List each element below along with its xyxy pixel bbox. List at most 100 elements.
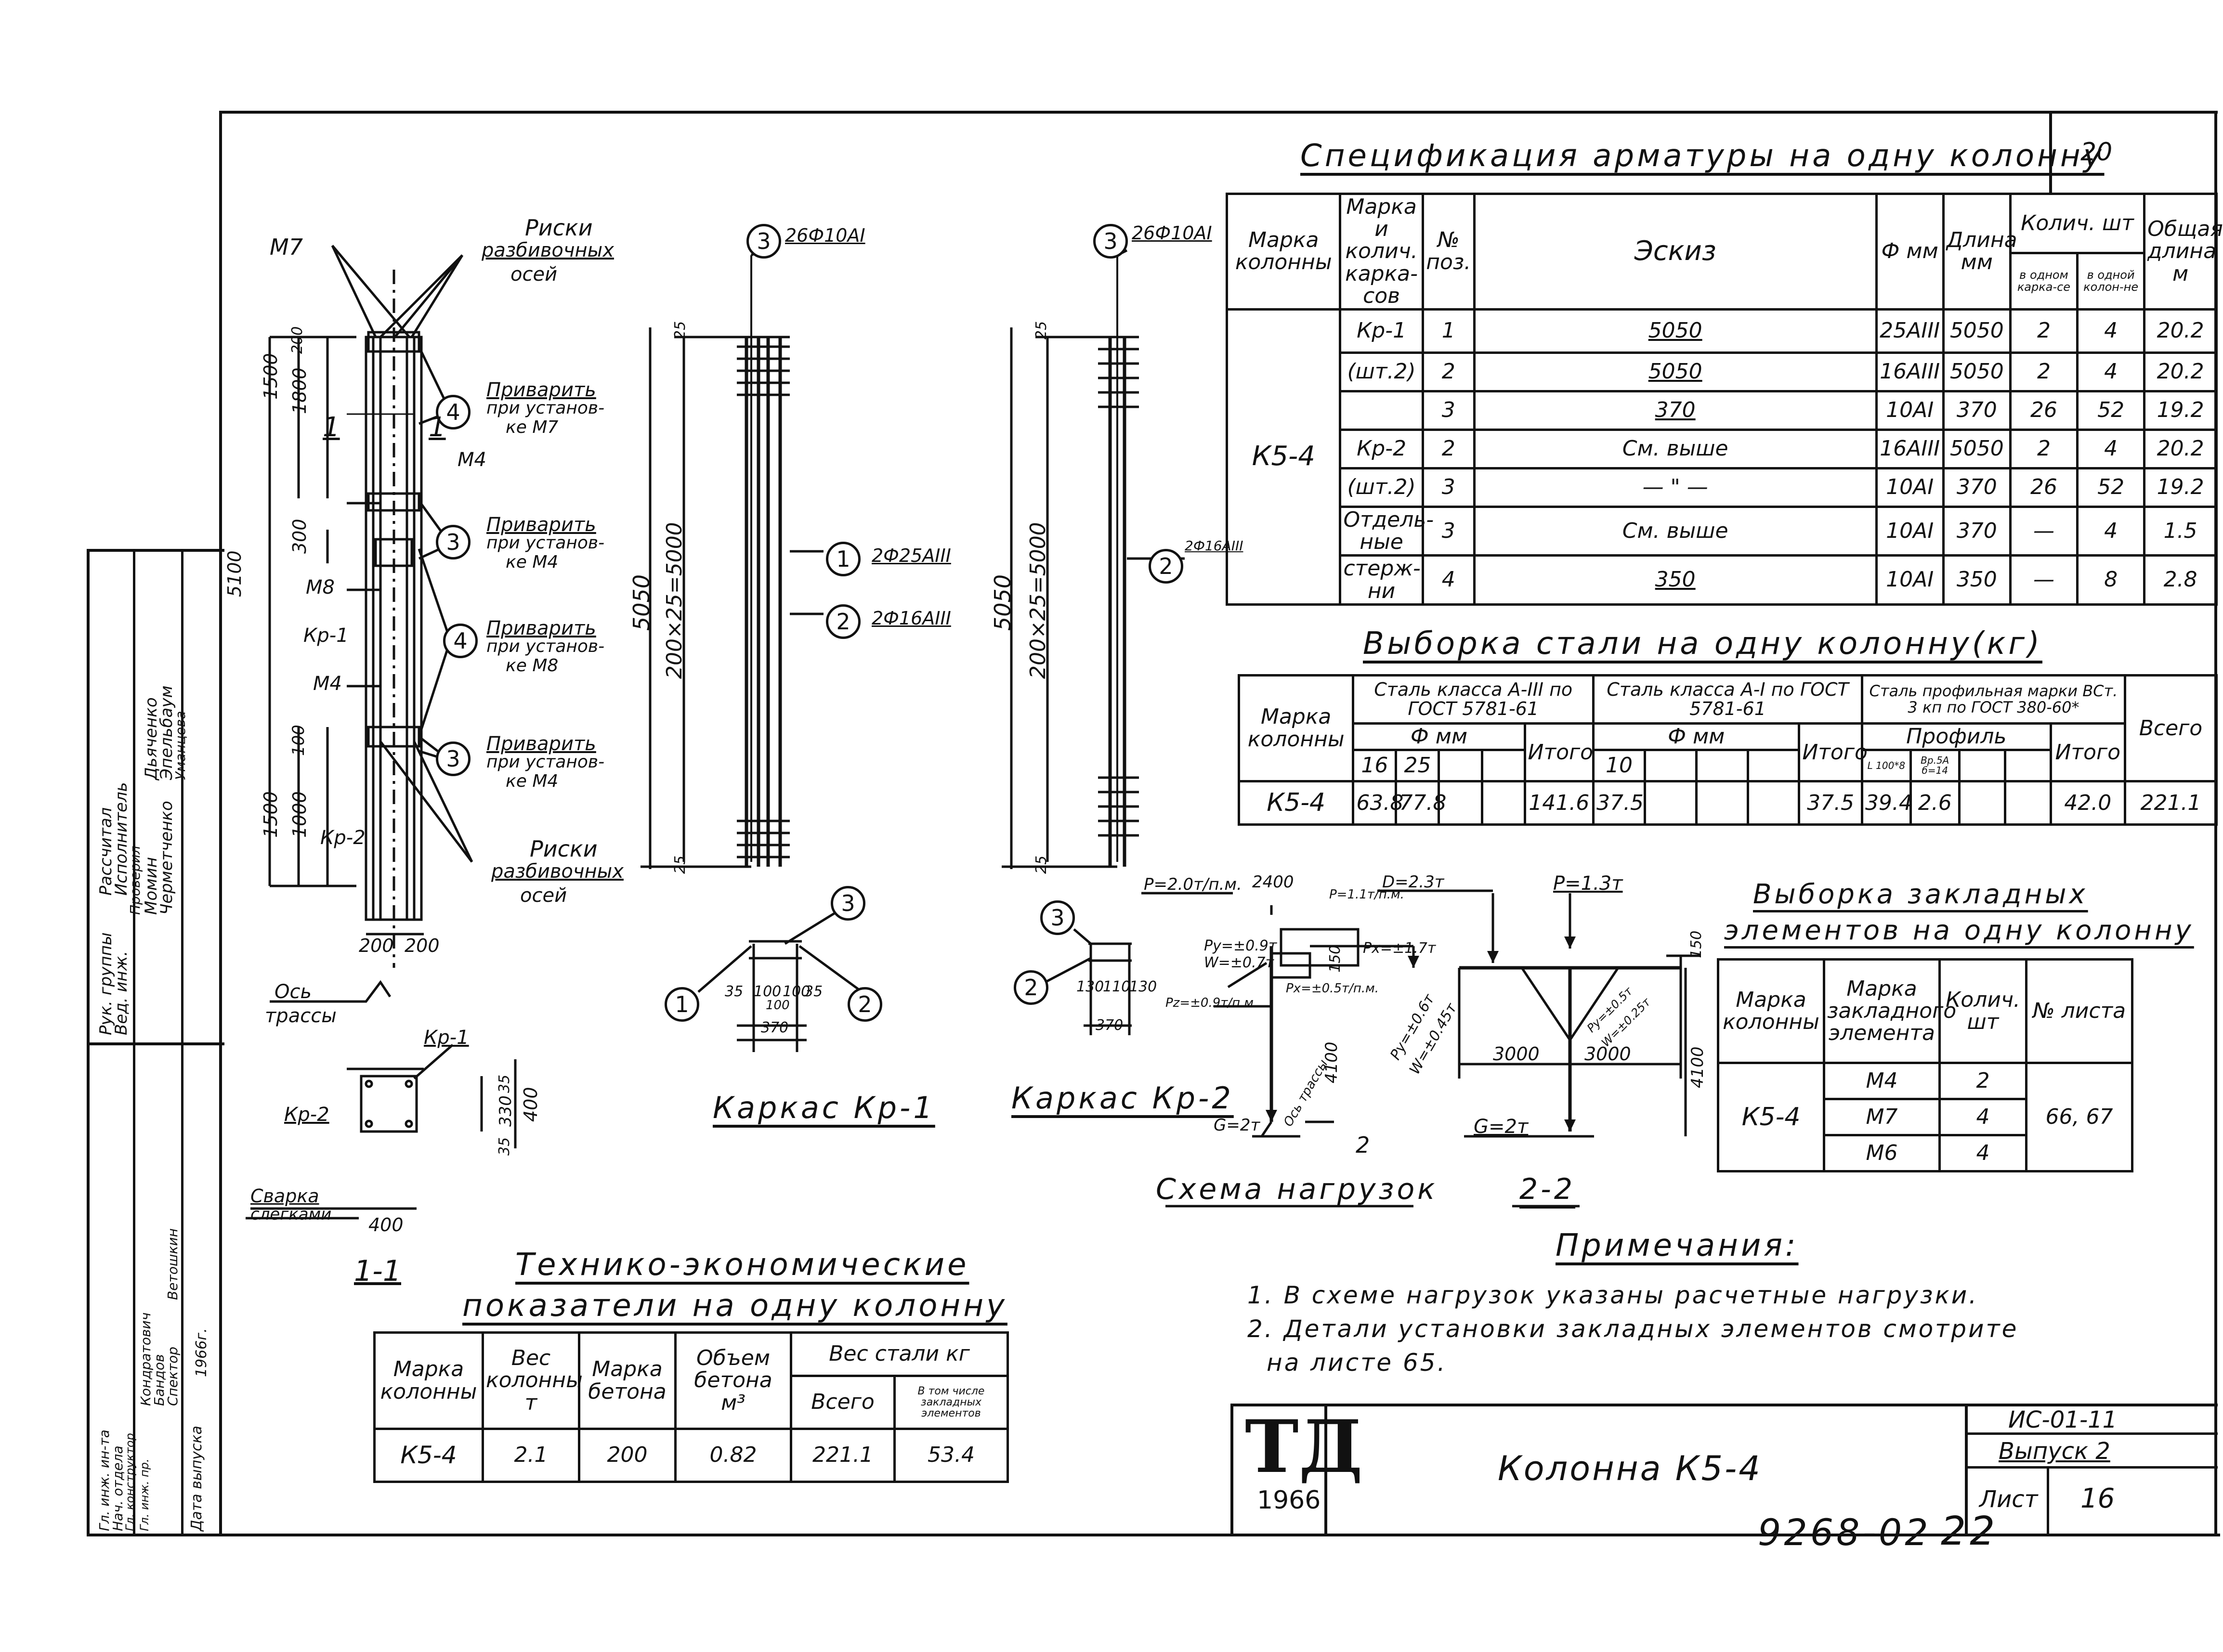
spec-total: 19.2 <box>2143 390 2218 431</box>
embed-el: М6 <box>1823 1134 1941 1172</box>
tech-h-emb: В том числе закладных элементов <box>893 1375 1009 1430</box>
load-g2a: G=2т <box>1214 1116 1260 1135</box>
spec-frame: Отдель-ные <box>1339 505 1434 557</box>
spec-pos: 3 <box>1421 390 1476 431</box>
kr2-pos3-note: 26Ф10АI <box>1132 222 1212 244</box>
cut-left: 1 <box>323 412 340 443</box>
risks-top-1: Риски <box>525 215 593 241</box>
embed-h-sheet: № листа <box>2025 958 2133 1064</box>
steel-h-empty <box>1643 749 1698 783</box>
tech-h-vol: Объем бетона м³ <box>674 1331 792 1430</box>
steel-empty <box>1958 780 2006 826</box>
load-3000a: 3000 <box>1493 1043 1540 1065</box>
axis-1: Ось <box>275 981 312 1003</box>
spec-pos: 4 <box>1421 554 1476 606</box>
kr1-pos1-note: 2Ф25АIII <box>872 545 951 566</box>
kr2-sec-130b: 130 <box>1129 978 1157 995</box>
spec-c1: 26 <box>2009 467 2079 508</box>
label-m4: М4 <box>458 449 486 471</box>
steel-h-dia1: Ф мм <box>1352 722 1526 752</box>
spec-h-frame: Марка и колич. карка-сов <box>1339 193 1424 311</box>
spec-frame: (шт.2) <box>1339 467 1424 508</box>
dim-5100: 5100 <box>224 550 245 597</box>
kr1-sec-pos2: 2 <box>848 987 882 1022</box>
dim-1500a: 1500 <box>260 353 281 400</box>
steel-empty <box>1695 780 1749 826</box>
spec-pos: 1 <box>1421 308 1476 354</box>
spec-c2: 52 <box>2076 390 2146 431</box>
weld2-2: при установ- <box>486 533 605 553</box>
kr2-sec-370: 370 <box>1096 1017 1124 1034</box>
tech-table: Марка колонны Вес колонны т Марка бетона… <box>373 1331 1009 1483</box>
weld4-1: Приварить <box>486 733 596 755</box>
embed-h-qty: Колич. шт <box>1938 958 2027 1064</box>
archive-page: 22 <box>1941 1509 1999 1554</box>
spec-dia: 16АIII <box>1875 351 1945 392</box>
risks-top-3: осей <box>510 263 558 286</box>
stamp: Рук. группы Вед. инж. Момин Черметченко … <box>87 549 224 1536</box>
spec-sketch: См. выше <box>1473 428 1878 469</box>
kr1-sec-100c: 100 <box>783 983 811 1000</box>
tech-vol: 0.82 <box>674 1428 792 1483</box>
load-cut2: 2 <box>1356 1132 1370 1158</box>
kr2-sec-110: 110 <box>1103 978 1131 995</box>
kr1-pos3-note: 26Ф10АI <box>785 225 865 246</box>
steel-h-empty <box>2003 749 2052 783</box>
spec-len: 370 <box>1942 390 2012 431</box>
logo-year: 1966 <box>1257 1486 1321 1515</box>
kr1-sec-100a: 100 <box>754 983 782 1000</box>
label-m7: М7 <box>270 234 303 260</box>
load-w07: W=±0.7т <box>1204 954 1274 971</box>
kr1-sec-35a: 35 <box>725 983 744 1000</box>
spec-c1: 2 <box>2009 308 2079 354</box>
spec-c1: 26 <box>2009 390 2079 431</box>
dim-100: 100 <box>289 725 308 756</box>
spec-c1: — <box>2009 505 2079 557</box>
titleblock-top <box>1230 1404 2218 1406</box>
weld3-3: ке М8 <box>506 656 559 676</box>
kr1-pos3-circle: 3 <box>746 224 781 259</box>
spec-len: 5050 <box>1942 308 2012 354</box>
kr2-dim-total: 5050 <box>990 574 1016 631</box>
pageno-divider <box>2049 111 2052 193</box>
spec-frame: стерж-ни <box>1339 554 1424 606</box>
kr2-sec-130a: 130 <box>1076 978 1104 995</box>
spec-sketch: 350 <box>1473 554 1878 606</box>
embed-h-el: Марка закладного элемента <box>1823 958 1956 1064</box>
doc-code: ИС-01-11 <box>2008 1406 2118 1433</box>
spec-sketch: — " — <box>1473 467 1878 508</box>
steel-h-total: Всего <box>2123 674 2218 783</box>
spec-len: 350 <box>1942 554 2012 606</box>
dim-1800: 1800 <box>289 367 310 414</box>
steel-a25: 77.8 <box>1395 780 1446 826</box>
steel-h-g2: Сталь класса А-I по ГОСТ 5781-61 <box>1592 674 1863 725</box>
spec-sketch: 5050 <box>1473 351 1878 392</box>
spec-dia: 10AI <box>1875 390 1945 431</box>
spec-len: 5050 <box>1942 428 2012 469</box>
sec-weld-1: Сварка <box>250 1185 319 1207</box>
steel-h-empty <box>1480 749 1526 783</box>
tech-title-2: показатели на одну колонну <box>462 1288 1007 1324</box>
embed-el: М7 <box>1823 1098 1941 1136</box>
circle-3b: 3 <box>436 741 471 776</box>
spec-total: 20.2 <box>2143 308 2218 354</box>
spec-total: 19.2 <box>2143 467 2218 508</box>
kr1-label: Каркас Кр-1 <box>713 1090 935 1125</box>
kr2-pos2-circle: 2 <box>1149 549 1183 584</box>
dim-200a: 200 <box>359 935 394 956</box>
spec-c1: — <box>2009 554 2079 606</box>
spec-len: 370 <box>1942 467 2012 508</box>
tech-all: 221.1 <box>790 1428 896 1483</box>
spec-pos: 3 <box>1421 505 1476 557</box>
spec-c2: 4 <box>2076 308 2146 354</box>
cut-right: 1 <box>429 412 446 443</box>
tech-h-all: Всего <box>790 1375 896 1430</box>
steel-h-it1: Итого <box>1523 722 1595 783</box>
note-3: на листе 65. <box>1267 1349 1447 1377</box>
titleblock-code-div <box>1965 1404 1968 1536</box>
table-row: К5-4 М4 2 66, 67 <box>1717 1062 2133 1172</box>
logo-letters: ТД <box>1245 1405 1363 1489</box>
spec-dia: 10AI <box>1875 554 1945 606</box>
spec-c2: 4 <box>2076 351 2146 392</box>
load-d23: D=2.3т <box>1382 872 1444 892</box>
